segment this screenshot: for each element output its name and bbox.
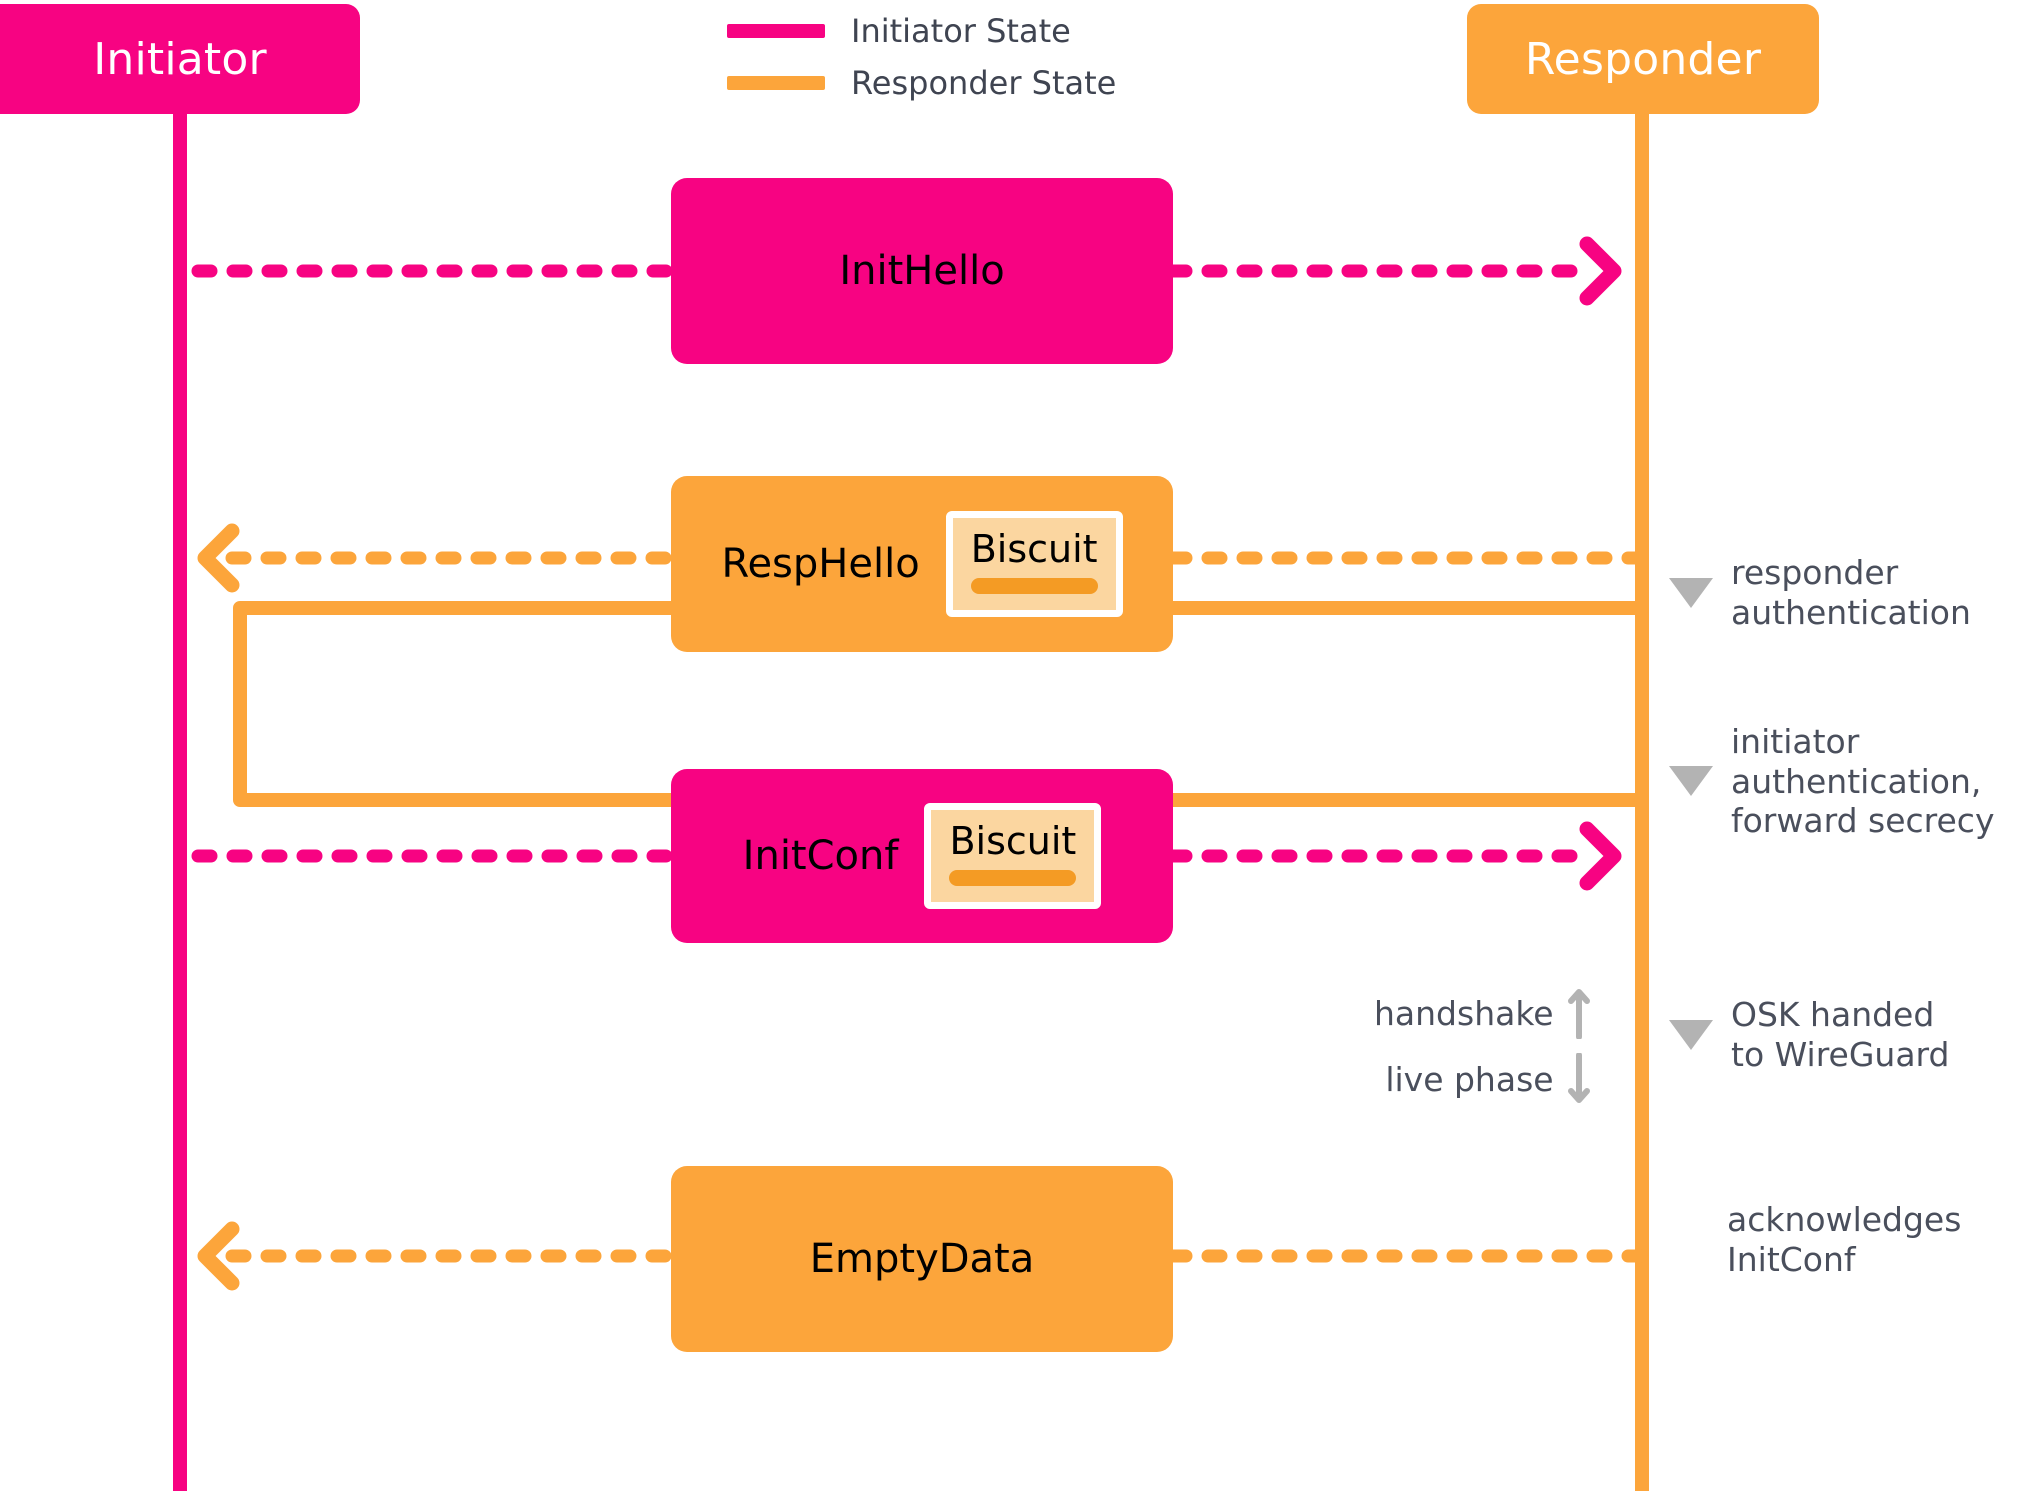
phase-handshake-label: handshake (1374, 993, 1554, 1033)
annotation-responder-authentication: responder authentication (1669, 553, 1971, 632)
legend-label-responder: Responder State (851, 64, 1117, 102)
message-label-inithello: InitHello (839, 248, 1005, 294)
message-label-initconf: InitConf (742, 833, 899, 879)
phase-live-label: live phase (1385, 1059, 1554, 1099)
lifeline-header-initiator: Initiator (0, 4, 360, 114)
triangle-down-icon (1669, 577, 1713, 608)
annotation-osk-handed-to-wireguard: OSK handed to WireGuard (1669, 995, 1949, 1074)
arrow-up-icon (1567, 989, 1590, 1039)
message-label-resphello: RespHello (721, 541, 920, 587)
message-box-inithello: InitHello (671, 178, 1173, 364)
phase-live: live phase (1385, 1053, 1590, 1105)
arrow-down-icon (1567, 1053, 1590, 1103)
biscuit-bar-icon (949, 870, 1077, 886)
state-path-responder-right (1173, 100, 1649, 615)
triangle-down-icon (1669, 766, 1713, 797)
legend: Initiator State Responder State (727, 12, 1117, 102)
biscuit-chip-resphello: Biscuit (945, 511, 1123, 617)
message-box-emptydata: EmptyData (671, 1166, 1173, 1352)
message-label-emptydata: EmptyData (809, 1236, 1035, 1282)
phase-handshake: handshake (1374, 987, 1590, 1039)
lifeline-header-responder: Responder (1467, 4, 1819, 114)
annotation-initiator-authentication: initiator authentication, forward secrec… (1669, 722, 1994, 841)
arrowhead-resphello-icon (197, 523, 240, 593)
legend-item-initiator-state: Initiator State (727, 12, 1116, 50)
annotation-acknowledges-initconf-text: acknowledges InitConf (1727, 1200, 1962, 1279)
biscuit-bar-icon (970, 578, 1098, 594)
lifeline-header-responder-label: Responder (1524, 33, 1762, 85)
biscuit-chip-initconf: Biscuit (924, 803, 1102, 909)
phase-divider-labels: handshake live phase (1374, 987, 1590, 1105)
biscuit-label-initconf: Biscuit (949, 819, 1077, 863)
lifeline-initiator (173, 100, 187, 1491)
message-box-initconf: InitConf Biscuit (671, 769, 1173, 943)
legend-item-responder-state: Responder State (727, 64, 1117, 102)
legend-label-initiator: Initiator State (851, 12, 1071, 50)
state-path-responder-left (233, 601, 671, 807)
lifeline-header-initiator-label: Initiator (93, 33, 267, 85)
annotation-osk-text: OSK handed to WireGuard (1731, 995, 1950, 1074)
triangle-down-icon (1669, 1019, 1713, 1050)
biscuit-label-resphello: Biscuit (970, 527, 1098, 571)
arrowhead-inithello-icon (1579, 236, 1622, 306)
arrowhead-emptydata-icon (197, 1221, 240, 1291)
legend-swatch-responder (727, 76, 825, 90)
state-path-responder-continue (1173, 793, 1649, 1491)
annotation-responder-authentication-text: responder authentication (1731, 553, 1971, 632)
message-box-resphello: RespHello Biscuit (671, 476, 1173, 652)
annotation-initiator-authentication-text: initiator authentication, forward secrec… (1731, 722, 1995, 841)
annotation-acknowledges-initconf: acknowledges InitConf (1727, 1200, 1961, 1279)
arrowhead-initconf-icon (1579, 821, 1622, 891)
legend-swatch-initiator (727, 24, 825, 38)
